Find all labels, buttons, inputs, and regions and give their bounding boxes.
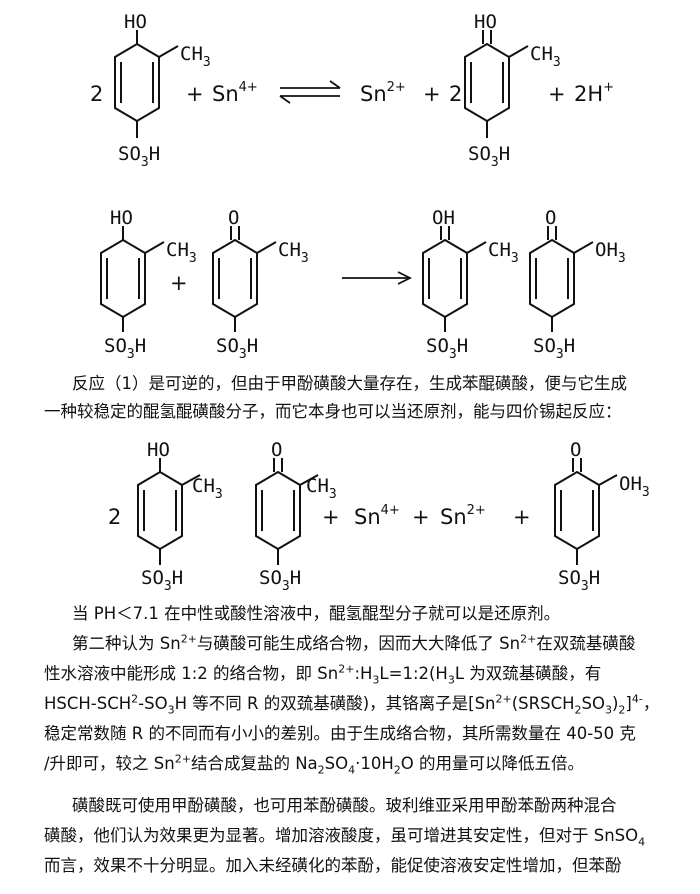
eq1-ch3-label: CH (180, 43, 203, 65)
eq1-h-plus: 2H (574, 82, 603, 106)
eq2-o-label-2: O (545, 207, 556, 229)
eq3-coefficient: 2 (108, 505, 121, 529)
paragraph-3-line-3: HSCH-SCH2-SO3H 等不同 R 的双巯基磺酸)，其铬离子是[Sn2+(… (44, 692, 660, 717)
eq1-quinoid-sulfonic-acid (464, 30, 529, 138)
paragraph-3-line-5: /升即可，较之 Sn2+结合成复盐的 Na2SO4·10H2O 的用量可以降低五… (44, 752, 585, 777)
svg-text:CH3: CH3 (166, 239, 197, 266)
svg-text:CH3: CH3 (278, 239, 309, 266)
svg-text:CH3: CH3 (488, 239, 519, 266)
eq1-ho-label: HO (124, 11, 147, 33)
eq3-ho-label: HO (147, 439, 170, 461)
paragraph-3-line-2: 性水溶液中能形成 1:2 的络合物，即 Sn2+:H3L=1:2(H3L 为双巯… (44, 662, 602, 687)
eq1-coefficient: 2 (90, 82, 103, 106)
svg-text:Sn4+: Sn4+ (354, 503, 400, 529)
eq3-plus-1: + (322, 505, 340, 529)
svg-text:SO3H: SO3H (426, 335, 468, 360)
eq3-o-label: O (271, 439, 282, 461)
paragraph-4-line-1: 磺酸既可使用甲酚磺酸，也可用苯酚磺酸。玻利维亚采用甲酚苯酚两种混合 (72, 796, 617, 815)
svg-text:SO3H: SO3H (118, 143, 160, 170)
svg-text:SO3H: SO3H (558, 567, 600, 594)
eq1-sn4-label: Sn (212, 82, 239, 106)
eq3-plus-3: + (513, 505, 531, 529)
equation-2: HO CH3 SO3H + O CH3 SO3H OH CH3 SO3H (100, 207, 626, 360)
svg-text:OH3: OH3 (619, 473, 650, 500)
eq3-sn4-label: Sn (354, 505, 381, 529)
paragraph-1-line-2: 一种较稳定的醌氢醌磺酸分子，而它本身也可以当还原剂，能与四价锡起反应： (44, 402, 622, 421)
eq3-ring-quinone (255, 458, 319, 565)
eq1-cresol-sulfonic-acid (114, 30, 179, 138)
eq1-plus-3: + (548, 82, 566, 106)
eq1-sn2-label: Sn (360, 82, 387, 106)
eq2-oh-label: OH (432, 207, 455, 229)
paragraph-2-line-1: 当 PH＜7.1 在中性或酸性溶液中，醌氢醌型分子就可以是还原剂。 (72, 604, 561, 623)
eq3-ring-cresol (137, 458, 201, 565)
reaction-arrow (342, 271, 413, 285)
eq2-o-label: O (228, 207, 239, 229)
eq3-plus-2: + (412, 505, 430, 529)
eq1-so3h-right: SO (468, 143, 491, 165)
eq1-plus-1: + (186, 82, 204, 106)
svg-text:Sn4+: Sn4+ (212, 80, 258, 106)
eq2-ring-cresol (100, 226, 165, 332)
eq3-ring-product (554, 458, 618, 565)
svg-text:SO3H: SO3H (216, 335, 258, 360)
svg-text:CH3: CH3 (180, 43, 211, 70)
paragraph-3-line-4: 稳定常数随 R 的不同而有小小的差别。由于生成络合物，其所需数量在 40-50 … (44, 724, 636, 743)
paragraph-4-line-3: 而言，效果不十分明显。加入未经磺化的苯酚，能促使溶液安定性增加，但苯酚 (44, 856, 622, 875)
svg-text:2H+: 2H+ (574, 80, 614, 106)
eq1-plus-2: + (423, 82, 441, 106)
svg-text:SO3H: SO3H (533, 335, 575, 360)
eq1-coefficient-right: 2 (449, 82, 462, 106)
svg-text:Sn2+: Sn2+ (360, 80, 406, 106)
equilibrium-arrow (279, 80, 341, 104)
equation-3: 2 HO CH3 SO3H O CH3 SO3H + Sn4+ + Sn2+ +… (108, 439, 650, 594)
svg-text:SO3H: SO3H (141, 567, 183, 594)
svg-text:Sn2+: Sn2+ (440, 503, 486, 529)
paragraph-1-line-1: 反应（1）是可逆的，但由于甲酚磺酸大量存在，生成苯醌磺酸，便与它生成 (72, 374, 627, 393)
eq2-ring-product-1 (422, 226, 487, 332)
svg-text:SO3H: SO3H (104, 335, 146, 360)
equation-1: 2 HO CH3 SO3H + Sn4+ Sn2+ + 2 HO CH3 SO3… (90, 11, 614, 170)
eq1-so3h-left: SO (118, 143, 141, 165)
eq2-ring-product-2 (529, 226, 594, 332)
eq3-o-label-2: O (570, 439, 581, 461)
paragraph-4-line-2: 磺酸，他们认为效果更为显著。增加溶液酸度，虽可增进其安定性，但对于 SnSO4 (44, 826, 646, 849)
svg-text:CH3: CH3 (306, 475, 337, 502)
eq2-ring-quinone (212, 226, 277, 332)
eq1-ho-label-right: HO (474, 11, 497, 33)
svg-text:SO3H: SO3H (259, 567, 301, 594)
svg-text:SO3H: SO3H (468, 143, 510, 170)
eq2-plus: + (170, 271, 188, 295)
svg-text:CH3: CH3 (192, 475, 223, 502)
eq3-sn2-label: Sn (440, 505, 467, 529)
svg-text:OH3: OH3 (595, 239, 626, 266)
eq2-ho-label: HO (110, 207, 133, 229)
svg-text:CH3: CH3 (530, 43, 561, 70)
paragraph-3-line-1: 第二种认为 Sn2+与磺酸可能生成络合物，因而大大降低了 Sn2+在双巯基磺酸 (72, 632, 636, 654)
eq1-ch3-label-right: CH (530, 43, 553, 65)
